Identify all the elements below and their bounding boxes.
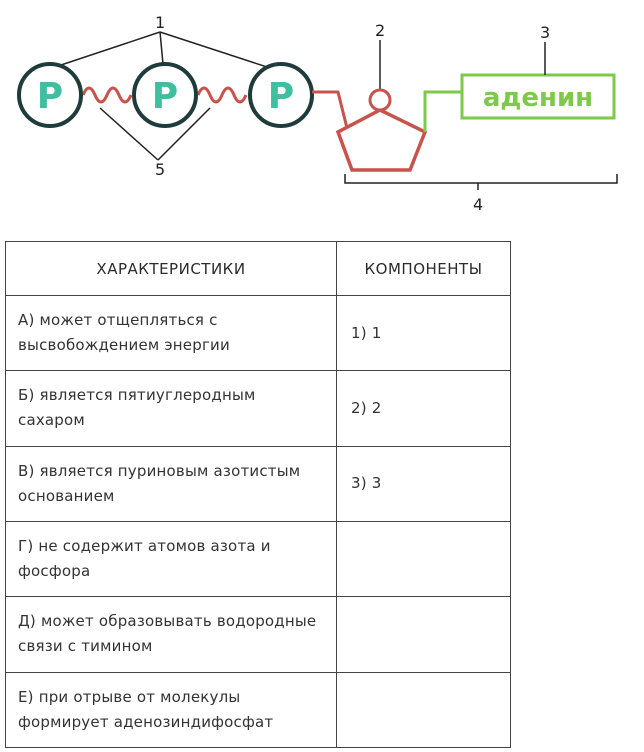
matching-table: ХАРАКТЕРИСТИКИ КОМПОНЕНТЫ А) может отщеп… bbox=[5, 241, 511, 749]
table-header-row: ХАРАКТЕРИСТИКИ КОМПОНЕНТЫ bbox=[5, 241, 511, 296]
phosphate-group-1: P bbox=[17, 62, 83, 128]
label-5-pointers bbox=[99, 107, 211, 161]
svg-text:P: P bbox=[152, 76, 178, 117]
table-row: В) является пуриновым азотистым основани… bbox=[5, 445, 511, 522]
phosphate-ribose-bond bbox=[312, 90, 349, 129]
label-5: 5 bbox=[155, 160, 165, 179]
ribose-adenine-bond bbox=[423, 90, 462, 132]
characteristic-cell: Б) является пятиуглеродным сахаром bbox=[5, 370, 337, 447]
phosphate-group-3: P bbox=[248, 62, 314, 128]
label-4: 4 bbox=[473, 195, 483, 214]
characteristic-cell: Г) не содержит атомов азота и фосфора bbox=[5, 520, 337, 598]
table-row: Б) является пятиуглеродным сахаром 2) 2 bbox=[5, 370, 511, 447]
label-1-pointers bbox=[51, 31, 271, 69]
header-components: КОМПОНЕНТЫ bbox=[336, 241, 511, 296]
atp-diagram: 1 5 P P P 2 аденин 3 4 bbox=[17, 13, 618, 214]
adenine-label: аденин bbox=[483, 83, 593, 113]
component-cell: 3) 3 bbox=[336, 445, 511, 522]
characteristic-cell: В) является пуриновым азотистым основани… bbox=[5, 445, 337, 522]
header-characteristics: ХАРАКТЕРИСТИКИ bbox=[5, 241, 337, 296]
label-2: 2 bbox=[375, 21, 385, 40]
svg-text:P: P bbox=[268, 76, 294, 117]
component-cell: 1) 1 bbox=[336, 294, 511, 372]
ribose-pentagon bbox=[335, 108, 428, 172]
label-3: 3 bbox=[540, 23, 550, 42]
ribose-carbon bbox=[368, 88, 392, 112]
component-cell bbox=[336, 671, 511, 749]
table-row: Г) не содержит атомов азота и фосфора bbox=[5, 520, 511, 598]
characteristic-cell: Д) может образовывать водородные связи с… bbox=[5, 596, 337, 673]
phosphate-group-2: P bbox=[132, 62, 198, 128]
svg-text:P: P bbox=[37, 76, 63, 117]
bracket-4 bbox=[344, 174, 618, 190]
adenine-box bbox=[460, 73, 616, 120]
characteristic-cell: А) может отщепляться с высвобождением эн… bbox=[5, 294, 337, 372]
characteristic-cell: Е) при отрыве от молекулы формирует аден… bbox=[5, 671, 337, 749]
component-cell bbox=[336, 520, 511, 598]
high-energy-bonds bbox=[81, 86, 248, 104]
table-row: А) может отщепляться с высвобождением эн… bbox=[5, 294, 511, 372]
label-1: 1 bbox=[155, 13, 165, 32]
table-row: Е) при отрыве от молекулы формирует аден… bbox=[5, 671, 511, 749]
component-cell: 2) 2 bbox=[336, 370, 511, 447]
table-row: Д) может образовывать водородные связи с… bbox=[5, 596, 511, 673]
component-cell bbox=[336, 596, 511, 673]
